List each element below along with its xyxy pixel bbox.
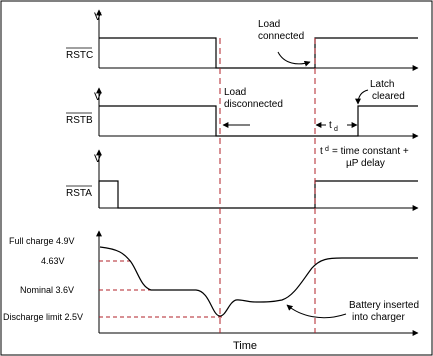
rstc-label: RSTC — [66, 50, 93, 61]
td-def-subscript: d — [325, 146, 329, 153]
battery-inserted-line2: into charger — [352, 312, 405, 323]
rstc-waveform — [99, 37, 418, 69]
rstb-waveform — [99, 105, 418, 137]
annotation-td-interval: t d — [315, 120, 358, 133]
level-label-discharge: Discharge limit 2.5V — [3, 312, 83, 322]
time-axis-label: Time — [233, 340, 257, 352]
load-disconnected-line2: disconnected — [224, 99, 283, 110]
battery-voltage-curve — [99, 246, 418, 317]
rstc-panel: V RSTC — [66, 9, 419, 71]
td-interval-symbol: t — [329, 120, 332, 131]
rstc-axis-symbol: V — [94, 11, 102, 23]
rsta-axis-symbol: V — [94, 153, 102, 165]
level-label-4-63: 4.63V — [41, 256, 65, 266]
battery-inserted-line1: Battery inserted — [349, 300, 419, 311]
load-connected-arrow — [277, 51, 311, 67]
td-def-symbol: t — [320, 146, 323, 157]
annotation-latch-cleared: Latch cleared — [355, 79, 405, 105]
rsta-waveform — [98, 180, 418, 209]
rsta-label: RSTA — [66, 188, 92, 199]
annotation-load-connected: Load connected — [258, 19, 311, 67]
annotation-battery-inserted: Battery inserted into charger — [286, 300, 419, 323]
annotation-td-definition: t d = time constant + µP delay — [320, 146, 409, 169]
td-interval-subscript: d — [334, 126, 338, 133]
load-connected-line2: connected — [258, 31, 304, 42]
rstb-label: RSTB — [66, 115, 93, 126]
latch-cleared-arrow — [355, 89, 369, 105]
rstb-axis-symbol: V — [94, 91, 102, 103]
level-label-full-charge: Full charge 4.9V — [9, 236, 75, 246]
load-disconnected-line1: Load — [224, 87, 246, 98]
annotation-load-disconnected: Load disconnected — [222, 87, 283, 128]
battery-panel: Full charge 4.9V 4.63V Nominal 3.6V Disc… — [3, 230, 419, 352]
latch-cleared-line2: cleared — [372, 91, 405, 102]
latch-cleared-line1: Latch — [370, 79, 394, 90]
td-def-line1: = time constant + — [332, 146, 409, 157]
td-def-line2: µP delay — [346, 158, 385, 169]
load-connected-line1: Load — [258, 19, 280, 30]
battery-inserted-arrow — [286, 304, 347, 319]
rstb-panel: V RSTB — [66, 87, 419, 139]
level-label-nominal: Nominal 3.6V — [20, 285, 74, 295]
